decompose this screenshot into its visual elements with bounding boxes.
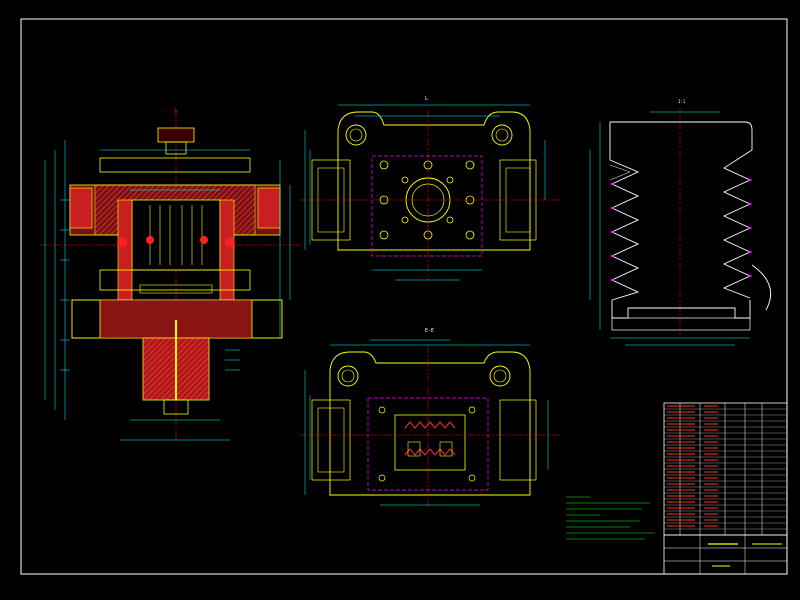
right-view-label: I:1 [678, 99, 686, 104]
drawing-frame [20, 18, 788, 575]
title-block [663, 534, 788, 575]
bill-of-materials [663, 402, 788, 536]
section-view-left: A [40, 108, 300, 441]
part-view-right: I:1 [589, 99, 772, 346]
plan-view-bottom: E-E [300, 328, 560, 510]
bottom-view-label: E-E [425, 328, 434, 334]
section-label: A [174, 108, 177, 114]
technical-notes [566, 496, 655, 540]
plan-view-top: L [300, 96, 560, 281]
top-view-label: L [425, 96, 428, 102]
